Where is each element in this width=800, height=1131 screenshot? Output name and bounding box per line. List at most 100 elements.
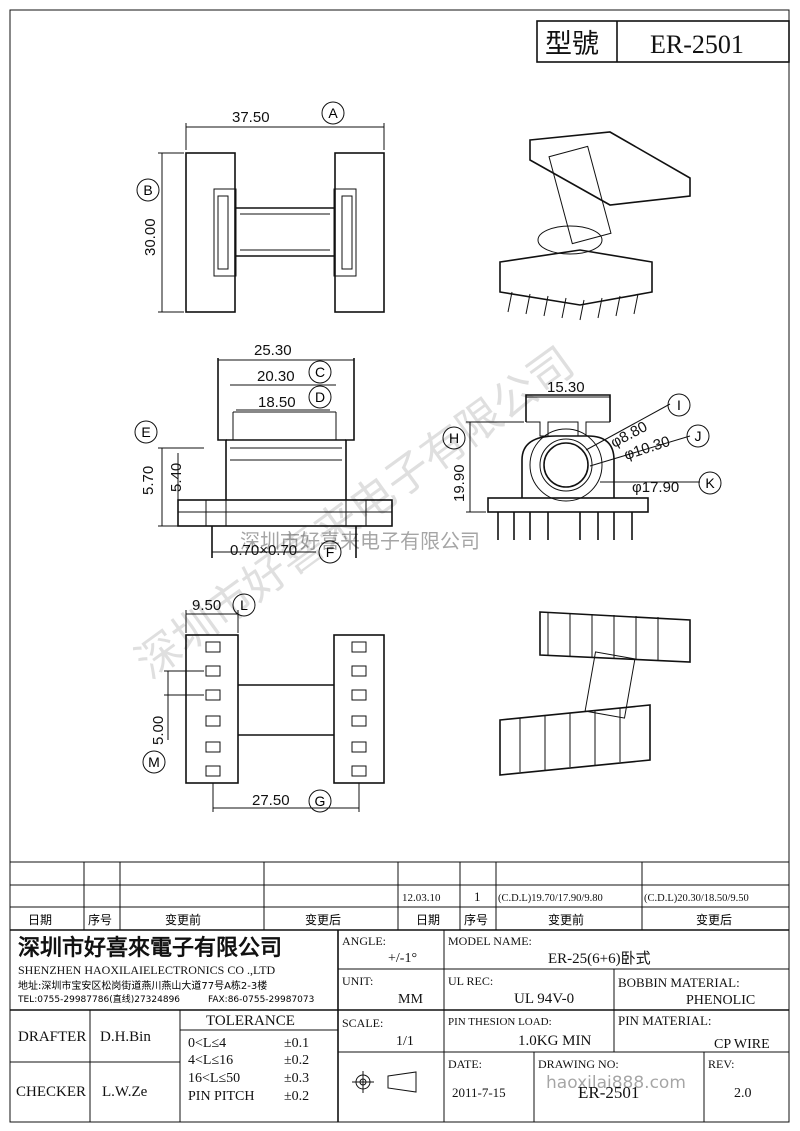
date-label: DATE: [448,1057,482,1071]
dim-e2: 5.40 [168,463,185,492]
callout-e: E [141,424,150,440]
pin-load-value: 1.0KG MIN [518,1033,591,1049]
ul-label: UL REC: [448,974,493,988]
dim-e: 5.70 [140,466,157,495]
tolerance-value-1: ±0.1 [284,1036,309,1051]
unit-label: UNIT: [342,974,373,988]
company-address: 地址:深圳市宝安区松岗街道燕川燕山大道77号A栋2-3楼 [18,979,267,992]
bottom-pins-left [205,641,221,777]
callout-c: C [315,364,325,380]
callout-g: G [315,793,326,809]
watermark-diagonal: 深圳市好喜来电子有限公司 [126,337,583,689]
drawing-no-value: ER-2501 [578,1083,639,1102]
drawing-no-label: DRAWING NO: [538,1057,619,1071]
callout-k: K [705,475,715,491]
drafter-value: D.H.Bin [100,1029,151,1045]
dim-g: 27.50 [252,792,290,809]
sheet-border [9,9,790,1123]
dim-a: 37.50 [232,109,270,126]
tolerance-range-1: 0<L≤4 [188,1036,226,1051]
checker-value: L.W.Ze [102,1084,148,1100]
bottom-pins-right [351,641,367,777]
rev-date: 12.03.10 [402,892,441,904]
bottom-view: 9.50 5.00 27.50 [150,597,385,812]
hdr-no-2: 序号 [464,912,488,927]
drafter-label: DRAFTER [18,1029,86,1045]
callout-f: F [326,544,335,560]
tolerance-value-2: ±0.2 [284,1053,309,1068]
tolerance-range-3: 16<L≤50 [188,1071,240,1086]
top-view: 37.50 30.00 [142,109,385,313]
scale-value: 1/1 [396,1034,414,1049]
iso-bottom-fins [519,612,659,772]
dim-l: 9.50 [192,597,221,614]
model-name-label: MODEL NAME: [448,934,532,948]
callout-i: I [677,397,681,413]
ul-value: UL 94V-0 [514,991,574,1007]
callout-l: L [240,597,248,613]
watermark-center: 深圳市好喜来电子有限公司 [240,529,480,553]
angle-label: ANGLE: [342,934,386,948]
callout-b: B [143,182,152,198]
iso-view-top [499,131,691,321]
callout-j: J [695,428,702,444]
dim-b: 30.00 [142,218,159,256]
angle-value: +/-1° [388,951,417,966]
tolerance-value-3: ±0.3 [284,1071,309,1086]
company-name-en: SHENZHEN HAOXILAIELECTRONICS CO .,LTD [18,963,276,977]
iso-top-pins [507,291,639,321]
hdr-after-1: 变更后 [305,912,341,927]
scale-label: SCALE: [342,1016,383,1030]
hdr-date-1: 日期 [28,913,52,927]
hdr-before-2: 变更前 [548,912,584,927]
rev-after: (C.D.L)20.30/18.50/9.50 [644,893,749,904]
tolerance-title: TOLERANCE [206,1013,295,1029]
dim-top-width: 25.30 [254,342,292,359]
bobbin-value: PHENOLIC [686,993,755,1008]
model-label: 型號 [545,29,599,59]
callouts: A B C D E F G H I J K L M [134,101,722,813]
pin-load-label: PIN THESION LOAD: [448,1016,552,1028]
company-name-cn: 深圳市好喜來電子有限公司 [18,935,282,960]
tolerance-value-4: ±0.2 [284,1089,309,1104]
tolerance-range-2: 4<L≤16 [188,1053,233,1068]
hdr-no-1: 序号 [88,912,112,927]
bobbin-label: BOBBIN MATERIAL: [618,975,740,990]
rev-before: (C.D.L)19.70/17.90/9.80 [498,893,603,904]
model-title-box: 型號 ER-2501 [536,20,790,63]
hdr-date-2: 日期 [416,913,440,927]
rev-no: 1 [474,889,481,904]
pin-material-value: CP WIRE [714,1037,770,1052]
callout-a: A [328,105,338,121]
front-view: 25.30 20.30 18.50 5.70 5.40 0.70×0.70 [140,342,393,559]
pin-material-label: PIN MATERIAL: [618,1013,712,1028]
dim-m: 5.00 [150,716,167,745]
side-pins [497,512,633,540]
rev-label: REV: [708,1057,734,1071]
checker-label: CHECKER [16,1084,86,1100]
dim-h: 19.90 [451,464,468,502]
website-watermark: haoxilai888.com [546,1073,686,1093]
company-tel: TEL:0755-29987786(直线)27324896 [17,993,180,1005]
iso-view-bottom [499,611,691,776]
model-value: ER-2501 [650,30,744,59]
dim-side-width: 15.30 [547,379,585,396]
title-block: 深圳市好喜來電子有限公司 SHENZHEN HAOXILAIELECTRONIC… [10,930,789,1122]
date-value: 2011-7-15 [452,1085,506,1100]
hdr-before-1: 变更前 [165,912,201,927]
hdr-after-2: 变更后 [696,912,732,927]
dim-k: φ17.90 [632,479,679,496]
company-fax: FAX:86-0755-29987073 [208,995,314,1005]
tolerance-range-4: PIN PITCH [188,1089,255,1104]
callout-h: H [449,430,459,446]
dim-c: 20.30 [257,368,295,385]
projection-symbol-icon [352,1071,417,1093]
callout-d: D [315,389,325,405]
dim-f: 0.70×0.70 [230,542,297,559]
callout-m: M [148,754,160,770]
model-name-value: ER-25(6+6)卧式 [548,950,651,967]
dim-d: 18.50 [258,394,296,411]
rev-value: 2.0 [734,1086,752,1101]
unit-value: MM [398,992,423,1007]
